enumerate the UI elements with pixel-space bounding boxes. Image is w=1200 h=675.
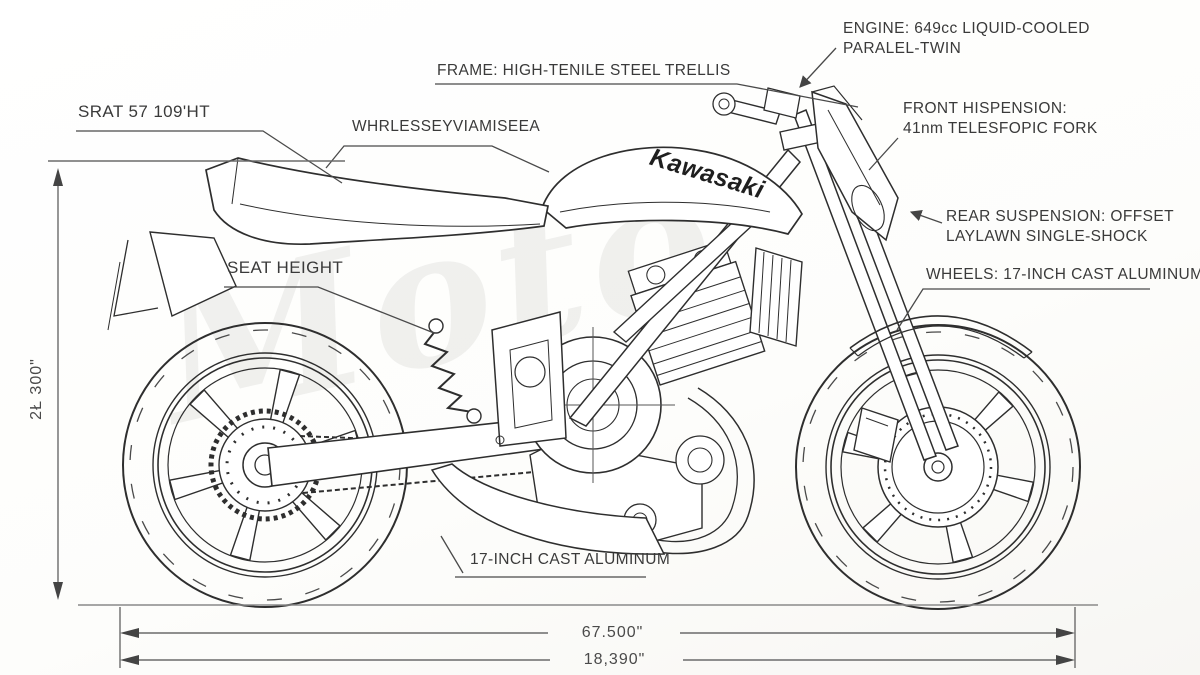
leader-lines: [76, 47, 1150, 578]
rear-suspension-callout-line1: REAR SUSPENSION: OFFSET: [946, 208, 1174, 225]
lower-length-dimension: 18,390": [583, 651, 646, 668]
rear-suspension-callout-line2: LAYLAWN SINGLE-SHOCK: [946, 228, 1148, 245]
wheelbase-callout: WHRLESSEYVIAMISEEA: [352, 118, 541, 135]
front-suspension-callout-line1: FRONT HISPENSION:: [903, 100, 1068, 117]
headlight-cowl: [811, 85, 899, 242]
fuel-tank: [540, 146, 804, 235]
wheels-callout: WHEELS: 17-INCH CAST ALUMINUM: [926, 266, 1200, 283]
seat-height-callout: SEAT HEIGHT: [227, 258, 344, 277]
front-suspension-callout-line2: 41nm TELESFOPIC FORK: [903, 120, 1098, 137]
brake-caliper: [853, 407, 899, 463]
front-wheel: [795, 324, 1081, 610]
rear-fender: [107, 231, 237, 331]
dimension-arrowheads: [53, 168, 1075, 665]
frame-callout: FRAME: HIGH-TENILE STEEL TRELLIS: [437, 62, 731, 79]
wheel-bottom-callout: 17-INCH CAST ALUMINUM: [470, 551, 671, 568]
upper-length-dimension: 67.500": [581, 624, 644, 641]
rear-shock: [423, 318, 482, 424]
front-fender: [849, 315, 1033, 359]
overall-height-dimension: 2Ł 300": [28, 358, 45, 420]
engine-callout-line2: PARALEL-TWIN: [843, 40, 962, 57]
belly-cowl: [430, 463, 666, 555]
seat-spec-callout: SRAT 57 109'HT: [78, 102, 210, 121]
seat-tail: [205, 157, 550, 246]
dimension-lines: [48, 160, 1098, 668]
radiator: [749, 247, 803, 347]
engine-callout-line1: ENGINE: 649cc LIQUID-COOLED: [843, 20, 1090, 37]
